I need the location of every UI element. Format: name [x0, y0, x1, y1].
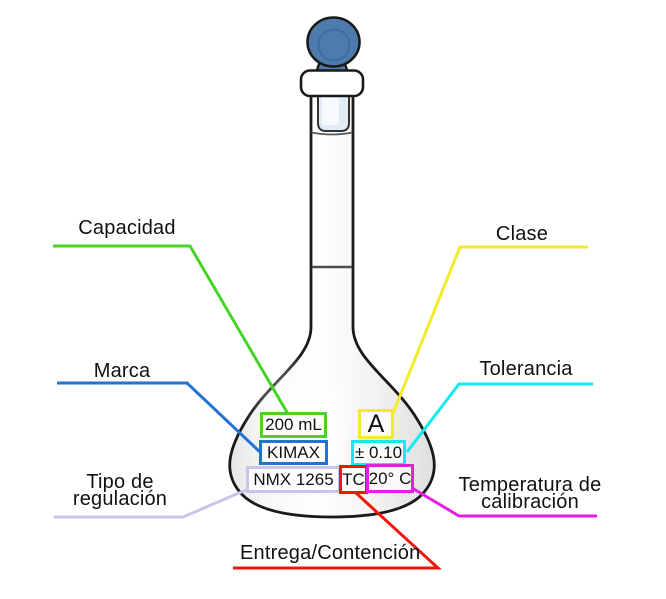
label-temperatura-calibracion: Temperatura de calibración: [458, 474, 602, 513]
stopper-knob-ring: [317, 28, 351, 62]
stopper-knob: [306, 16, 361, 68]
leader-line-entrega: [233, 491, 442, 570]
leader-line-capacidad: [53, 244, 290, 415]
label-tolerancia: Tolerancia: [479, 358, 573, 380]
joint-highlight: [322, 96, 339, 125]
marking-class: A: [358, 409, 394, 439]
label-entrega-contencion: Entrega/Contención: [240, 542, 421, 564]
marking-tolerance: ± 0.10: [351, 440, 406, 466]
leader-line-clase: [390, 245, 588, 417]
label-clase: Clase: [495, 223, 549, 245]
label-marca: Marca: [93, 360, 151, 382]
marking-temperature: 20° C: [366, 464, 414, 493]
label-capacidad: Capacidad: [78, 217, 176, 239]
leader-line-tipo-regulacion: [54, 488, 247, 519]
marking-capacity: 200 mL: [260, 412, 327, 438]
leader-line-temperatura: [411, 486, 597, 518]
marking-brand: KIMAX: [259, 440, 328, 465]
marking-regulation: NMX 1265: [246, 466, 341, 493]
marking-delivery: TC: [339, 465, 368, 494]
stopper-flange: [299, 69, 365, 98]
neck-rim-line: [311, 131, 353, 136]
leader-line-tolerancia: [405, 382, 593, 453]
label-tipo-regulacion: Tipo de regulación: [72, 471, 168, 510]
leader-line-marca: [57, 381, 263, 455]
